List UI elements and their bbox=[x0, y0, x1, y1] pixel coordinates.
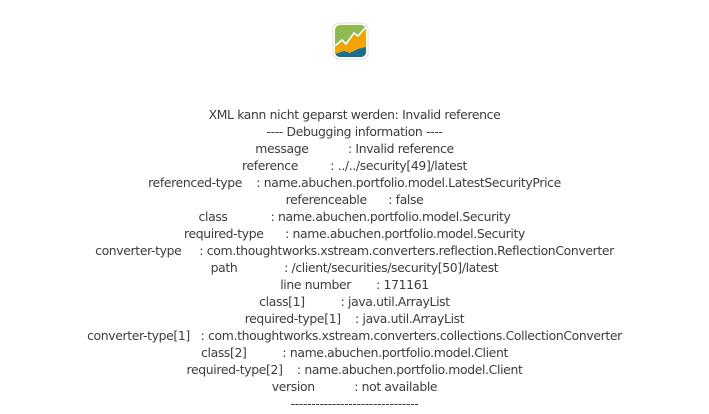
debug-line: ------------------------------- bbox=[290, 396, 419, 411]
debug-line: class : name.abuchen.portfolio.model.Sec… bbox=[198, 209, 511, 224]
debug-line: referenced-type : name.abuchen.portfolio… bbox=[148, 175, 561, 190]
debug-line: referenceable : false bbox=[285, 192, 424, 207]
debug-line: required-type[2] : name.abuchen.portfoli… bbox=[186, 362, 523, 377]
debug-line: reference : ../../security[49]/latest bbox=[242, 158, 467, 173]
debug-line: path : /client/securities/security[50]/l… bbox=[210, 260, 499, 275]
debug-line: line number : 171161 bbox=[280, 277, 429, 292]
debug-line: converter-type[1] : com.thoughtworks.xst… bbox=[87, 328, 622, 343]
debug-line: class[2] : name.abuchen.portfolio.model.… bbox=[201, 345, 508, 360]
debug-line: message : Invalid reference bbox=[255, 141, 454, 156]
debug-line: converter-type : com.thoughtworks.xstrea… bbox=[95, 243, 614, 258]
debug-line: ---- Debugging information ---- bbox=[266, 124, 443, 139]
portfolio-performance-logo-icon bbox=[332, 22, 369, 60]
error-message: XML kann nicht geparst werden: Invalid r… bbox=[0, 106, 709, 412]
error-title: XML kann nicht geparst werden: Invalid r… bbox=[208, 107, 501, 122]
debug-line: required-type[1] : java.util.ArrayList bbox=[244, 311, 465, 326]
debug-line: version : not available bbox=[271, 379, 438, 394]
debug-line: required-type : name.abuchen.portfolio.m… bbox=[184, 226, 525, 241]
debug-line: class[1] : java.util.ArrayList bbox=[259, 294, 450, 309]
